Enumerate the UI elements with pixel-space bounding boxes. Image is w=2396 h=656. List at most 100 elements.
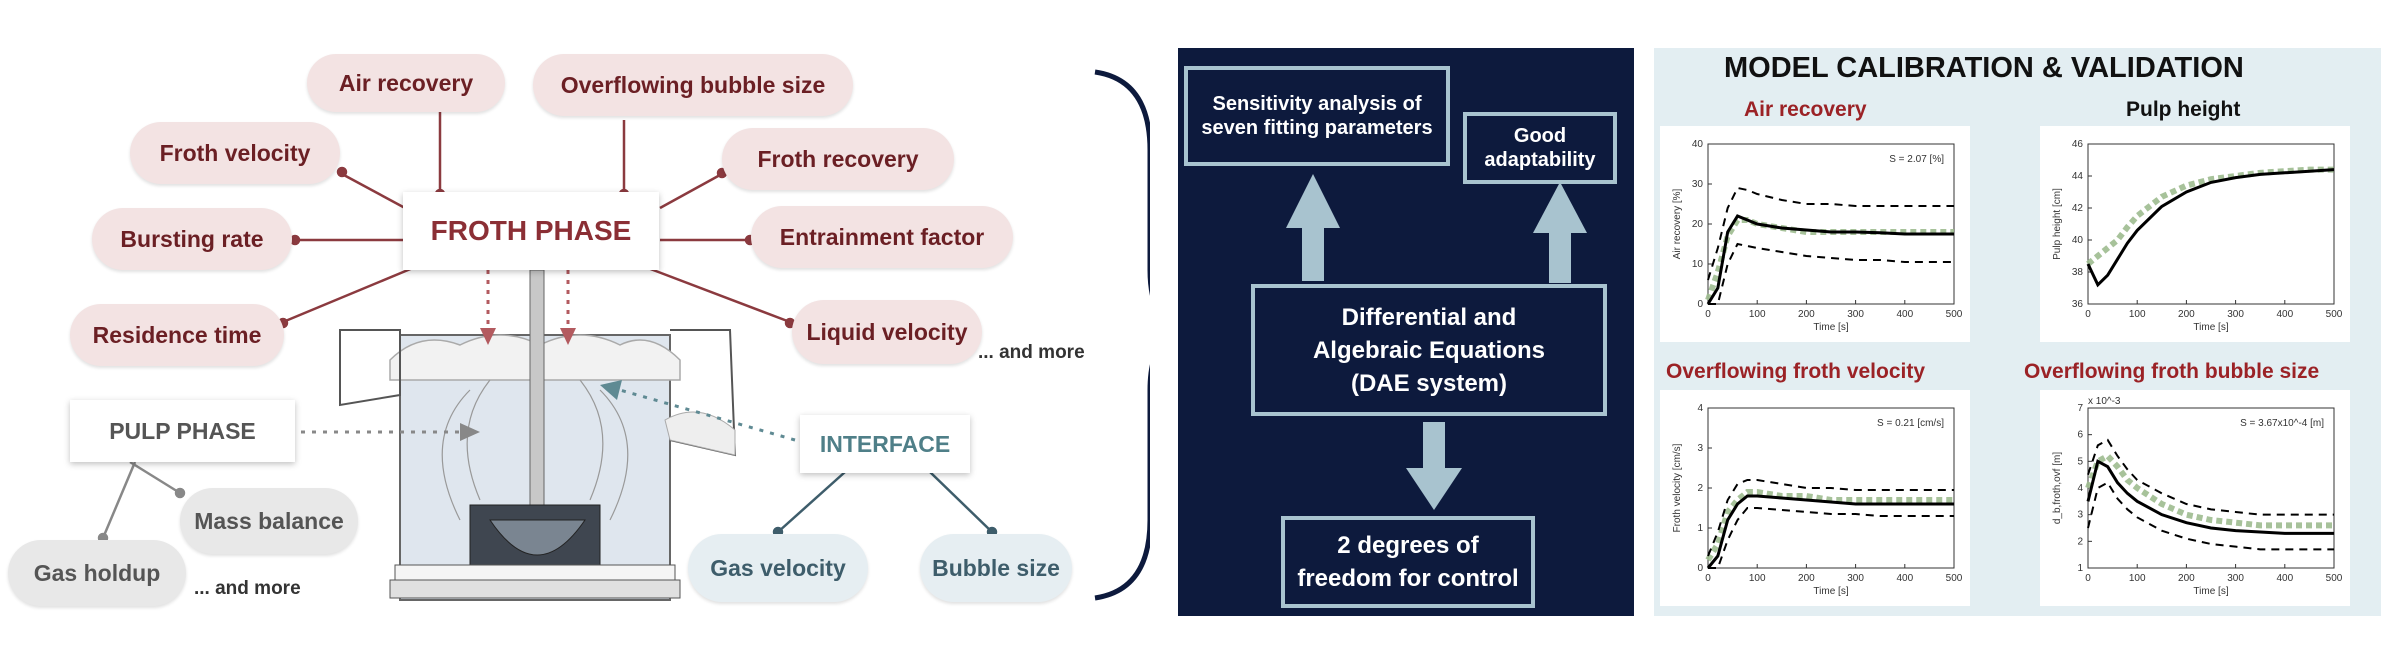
- dae-box: Differential and Algebraic Equations (DA…: [1251, 284, 1607, 416]
- chart-3-y-tick-label: 3: [1697, 443, 1703, 454]
- chart-1-upper-bound-series: [1707, 186, 1954, 281]
- param-air-recovery: Air recovery: [307, 54, 505, 112]
- chart-2-x-tick-label: 400: [2276, 309, 2293, 320]
- chart-1-x-label: Time [s]: [1813, 322, 1848, 333]
- chart-1-x-tick-label: 300: [1847, 309, 1864, 320]
- chart-3-y-tick-label: 4: [1697, 403, 1703, 414]
- param-residence-time: Residence time: [70, 304, 284, 366]
- dof-line-2: freedom for control: [1297, 565, 1519, 592]
- chart-3-y-tick-label: 0: [1697, 563, 1703, 574]
- param-bubble-size: Bubble size: [920, 534, 1072, 602]
- dof-box: 2 degrees of freedom for control: [1281, 516, 1535, 608]
- dae-arrows: [1286, 174, 1587, 510]
- chart-3-x-tick-label: 0: [1705, 573, 1711, 584]
- left-panel: FROTH PHASE PULP PHASE INTERFACE Air rec…: [0, 0, 1150, 656]
- chart-4-y-tick-label: 3: [2077, 510, 2083, 521]
- chart-1-annotation: S = 2.07 [%]: [1889, 154, 1944, 165]
- chart-4-y-tick-label: 6: [2077, 430, 2083, 441]
- chart-3-y-tick-label: 2: [1697, 483, 1703, 494]
- chart-1-y-tick-label: 40: [1692, 139, 1704, 150]
- chart-2-plot-area: [2087, 143, 2335, 305]
- chart-1-x-tick-label: 100: [1749, 309, 1766, 320]
- chart-3-annotation: S = 0.21 [cm/s]: [1877, 418, 1944, 429]
- chart-3-title: Overflowing froth velocity: [1666, 360, 1926, 383]
- dae-panel: Sensitivity analysis of seven fitting pa…: [1178, 48, 1634, 616]
- param-gas-holdup: Gas holdup: [8, 540, 186, 606]
- chart-2-y-label: Pulp height [cm]: [2052, 188, 2063, 260]
- chart-4-y-tick-label: 5: [2077, 456, 2083, 467]
- chart-3-y-tick-label: 1: [1697, 523, 1703, 534]
- chart-1-y-label: Air recovery [%]: [1672, 188, 1683, 259]
- chart-4-y-tick-label: 2: [2077, 536, 2083, 547]
- dae-line-1: Differential and: [1341, 303, 1517, 331]
- chart-4-x-tick-label: 500: [2326, 573, 2343, 584]
- chart-3-x-label: Time [s]: [1813, 586, 1848, 597]
- froth-phase-box: FROTH PHASE: [403, 192, 659, 270]
- chart-1-model-series: [1706, 214, 1954, 305]
- chart-2-x-tick-label: 500: [2326, 309, 2343, 320]
- param-liquid-velocity: Liquid velocity: [792, 300, 982, 364]
- chart-3-lower-bound-series: [1708, 507, 1954, 569]
- chart-4-x-tick-label: 200: [2178, 573, 2195, 584]
- chart-1-title: Air recovery: [1744, 98, 1867, 121]
- chart-4-annotation: S = 3.67x10^-4 [m]: [2240, 418, 2324, 429]
- param-gas-velocity: Gas velocity: [688, 534, 868, 602]
- chart-2-x-label: Time [s]: [2193, 322, 2228, 333]
- chart-1-y-tick-label: 20: [1692, 219, 1704, 230]
- chart-4-x-tick-label: 400: [2276, 573, 2293, 584]
- chart-1-y-tick-label: 0: [1697, 299, 1703, 310]
- chart-2-y-tick-label: 40: [2072, 235, 2084, 246]
- chart-4-x-label: Time [s]: [2193, 586, 2228, 597]
- arrow-up-left: [1302, 223, 1324, 281]
- chart-1-y-tick-label: 10: [1692, 259, 1704, 270]
- chart-4-plot-area: [2087, 407, 2335, 569]
- chart-2-y-tick-label: 38: [2072, 267, 2084, 278]
- chart-4-y-scale: x 10^-3: [2088, 396, 2121, 407]
- chart-2-y-tick-label: 42: [2072, 203, 2084, 214]
- chart-4-title: Overflowing froth bubble size: [2024, 360, 2320, 383]
- chart-2-x-tick-label: 0: [2085, 309, 2091, 320]
- chart-2-y-tick-label: 44: [2072, 171, 2084, 182]
- chart-1-x-tick-label: 0: [1705, 309, 1711, 320]
- chart-3-x-tick-label: 100: [1749, 573, 1766, 584]
- chart-3-x-tick-label: 500: [1946, 573, 1963, 584]
- chart-4-model-series: [2086, 459, 2334, 535]
- param-mass-balance: Mass balance: [180, 488, 358, 554]
- param-froth-velocity: Froth velocity: [130, 122, 340, 184]
- dae-line-3: (DAE system): [1350, 369, 1508, 397]
- chart-2-title: Pulp height: [2126, 98, 2241, 121]
- froth-and-more: ... and more: [978, 342, 1085, 363]
- chart-2-y-tick-label: 36: [2072, 299, 2084, 310]
- param-froth-recovery: Froth recovery: [722, 128, 954, 190]
- chart-3-model-series: [1706, 494, 1954, 569]
- chart-1-x-tick-label: 400: [1896, 309, 1913, 320]
- chart-4-measured-series: [2085, 452, 2334, 529]
- pulp-and-more: ... and more: [194, 578, 301, 599]
- param-overflowing-bubble-size: Overflowing bubble size: [533, 54, 853, 116]
- chart-2-x-tick-label: 100: [2129, 309, 2146, 320]
- chart-3-y-label: Froth velocity [cm/s]: [1672, 443, 1683, 532]
- chart-3-measured-series: [1705, 489, 1954, 562]
- chart-1-x-tick-label: 200: [1798, 309, 1815, 320]
- interface-box: INTERFACE: [800, 415, 970, 473]
- chart-3-x-tick-label: 300: [1847, 573, 1864, 584]
- chart-4-y-tick-label: 7: [2077, 403, 2083, 414]
- param-bursting-rate: Bursting rate: [92, 208, 292, 270]
- chart-1-y-tick-label: 30: [1692, 179, 1704, 190]
- chart-2-model-series: [2086, 168, 2335, 288]
- chart-2-x-tick-label: 200: [2178, 309, 2195, 320]
- chart-2-y-tick-label: 46: [2072, 139, 2084, 150]
- sensitivity-box: Sensitivity analysis of seven fitting pa…: [1184, 66, 1450, 166]
- arrow-up-right: [1549, 228, 1571, 283]
- chart-2-x-tick-label: 300: [2227, 309, 2244, 320]
- froth-diagram-graphic: [97, 69, 1150, 601]
- chart-4-x-tick-label: 0: [2085, 573, 2091, 584]
- adaptability-box: Good adaptability: [1463, 112, 1617, 184]
- chart-1-lower-bound-series: [1708, 242, 1954, 305]
- chart-3-x-tick-label: 200: [1798, 573, 1815, 584]
- chart-3-upper-bound-series: [1707, 479, 1954, 557]
- calibration-panel: MODEL CALIBRATION & VALIDATION Air recov…: [1654, 48, 2381, 616]
- dof-line-1: 2 degrees of: [1337, 532, 1479, 559]
- calibration-title: MODEL CALIBRATION & VALIDATION: [1724, 52, 2244, 84]
